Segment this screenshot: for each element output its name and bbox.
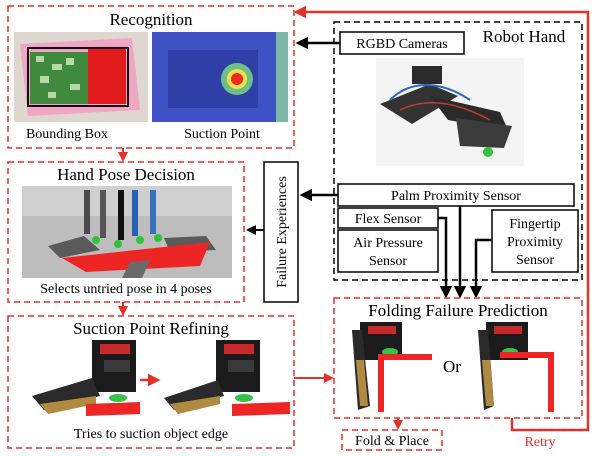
failure-experiences-label: Failure Experiences [275, 176, 290, 288]
recognition-title: Recognition [109, 10, 193, 29]
suction-refining-title: Suction Point Refining [73, 319, 229, 338]
hand-pose-image [22, 186, 232, 278]
refining-image-after [164, 340, 290, 416]
robot-hand-title: Robot Hand [483, 27, 566, 46]
suction-refining-caption: Tries to suction object edge [74, 427, 228, 442]
hand-pose-panel: Hand Pose Decision Selects untried pose … [7, 161, 245, 303]
folding-prediction-panel: Folding Failure Prediction Or [333, 297, 583, 419]
hand-pose-caption: Selects untried pose in 4 poses [40, 282, 211, 297]
bounding-box-image [14, 32, 148, 122]
fingertip-label-line2: Proximity [507, 235, 563, 250]
sensor-arrows [438, 206, 492, 299]
retry-loop [293, 5, 590, 432]
fingertip-label-line1: Fingertip [509, 217, 560, 232]
bounding-box-caption: Bounding Box [26, 127, 108, 142]
fingertip-proximity-box [491, 209, 579, 273]
prediction-image-failure [478, 322, 554, 412]
air-pressure-box [337, 229, 439, 273]
suction-point-caption: Suction Point [184, 127, 260, 142]
failure-experiences-box: Failure Experiences [263, 161, 299, 303]
palm-proximity-label: Palm Proximity Sensor [391, 189, 521, 204]
fold-place-box [341, 429, 443, 451]
rgbd-cameras-label: RGBD Cameras [356, 37, 447, 52]
fingertip-label-line3: Sensor [516, 253, 554, 268]
refining-image-before [32, 340, 140, 416]
air-pressure-label-line1: Air Pressure [353, 236, 423, 251]
recognition-panel: Recognition Bounding Box Suction Point [7, 5, 295, 149]
or-label: Or [443, 357, 461, 376]
folding-prediction-title: Folding Failure Prediction [368, 301, 548, 320]
retry-label: Retry [524, 435, 555, 450]
air-pressure-label-line2: Sensor [369, 254, 407, 269]
robot-hand-panel: Robot Hand RGBD Cameras Palm Proximity S… [333, 21, 583, 281]
robot-hand-image [376, 58, 524, 166]
suction-refining-panel: Suction Point Refining Tries to suction … [7, 315, 295, 449]
flex-sensor-label: Flex Sensor [355, 212, 422, 227]
prediction-image-fold [352, 322, 432, 412]
fold-place-label: Fold & Place [355, 434, 429, 449]
hand-pose-title: Hand Pose Decision [57, 165, 195, 184]
suction-point-image [152, 32, 288, 122]
